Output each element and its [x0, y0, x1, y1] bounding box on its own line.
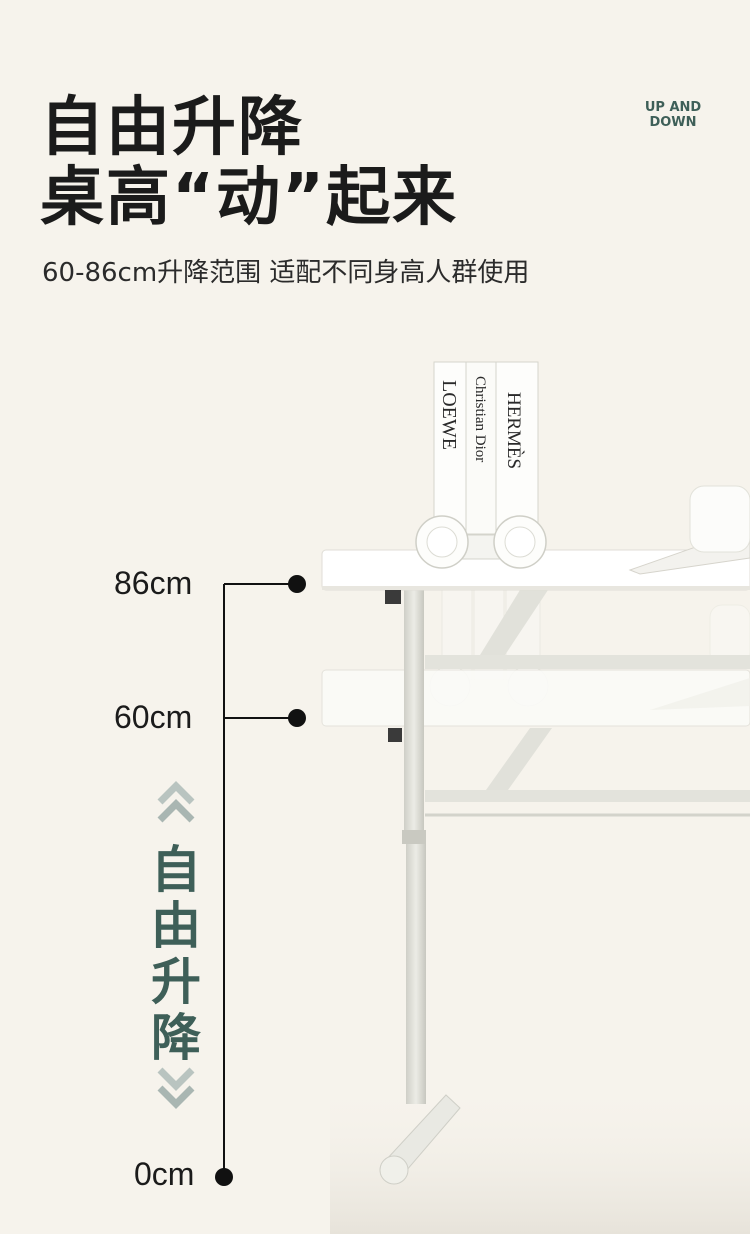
headphones — [415, 515, 547, 569]
vertical-char-2: 由 — [151, 897, 201, 955]
brace-lower — [486, 728, 552, 790]
leg-lower — [406, 844, 426, 1104]
marker-60 — [288, 709, 306, 727]
frame-bar-upper — [425, 655, 750, 669]
leg-clamp — [402, 830, 426, 844]
headline-line2: 桌高“动”起来 — [40, 161, 459, 235]
desk-top-low — [321, 669, 750, 727]
book-spine-loewe: LOEWE — [438, 380, 460, 450]
label-60cm: 60cm — [114, 699, 193, 735]
chevron-up-icon — [157, 781, 195, 823]
book-spine-hermes: HERMÈS — [503, 392, 525, 469]
vertical-char-3: 升 — [151, 953, 201, 1011]
badge-line1: UP AND — [644, 100, 702, 115]
vertical-char-1: 自 — [151, 841, 201, 899]
up-and-down-badge: UP AND DOWN — [628, 100, 718, 130]
books: LOEWE Christian Dior HERMÈS — [433, 361, 539, 535]
label-0cm: 0cm — [134, 1156, 195, 1192]
frame-bar-lower — [425, 790, 750, 802]
book-spine-dior: Christian Dior — [472, 376, 488, 462]
leg-upper — [404, 590, 424, 830]
height-knob-high — [385, 590, 401, 604]
height-knob-low — [388, 728, 402, 742]
marker-86 — [288, 575, 306, 593]
subtitle: 60-86cm升降范围 适配不同身高人群使用 — [42, 258, 530, 288]
vertical-caption: 自 由 升 降 — [150, 842, 202, 1066]
chevron-down-icon — [157, 1067, 195, 1109]
label-86cm: 86cm — [114, 565, 193, 601]
cup — [689, 485, 750, 553]
vertical-char-4: 降 — [151, 1009, 201, 1067]
height-scale — [215, 575, 306, 1186]
marker-0 — [215, 1168, 233, 1186]
badge-line2: DOWN — [649, 115, 697, 130]
brace-upper — [480, 590, 548, 655]
headline-line1: 自由升降 — [40, 91, 304, 165]
